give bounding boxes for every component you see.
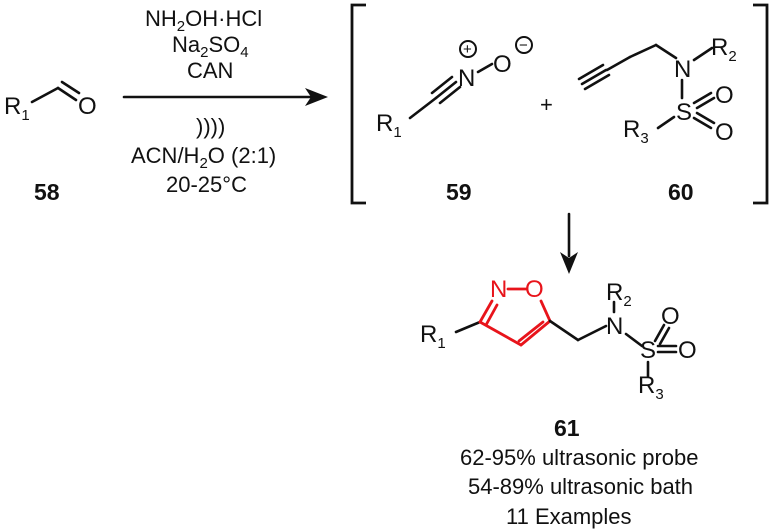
alkyne-c-c xyxy=(605,55,632,72)
compound-60-structure: N R2 S O O R3 xyxy=(577,34,737,147)
sulfonamide-nitrogen-60: N xyxy=(674,56,691,83)
isoxazole-nitrogen: N xyxy=(490,276,507,303)
oxygen-61-a: O xyxy=(661,303,680,330)
bond-n-s-61 xyxy=(624,332,644,348)
bond-ring-ch2 xyxy=(548,319,580,342)
reagent-hydroxylamine: NH2OH·HCl xyxy=(145,6,262,35)
r2-label-60: R2 xyxy=(711,34,737,65)
reagent-sodium-sulfate: Na2SO4 xyxy=(172,32,249,61)
compound-61-label: 61 xyxy=(554,415,580,441)
bond-r1-ring xyxy=(454,320,482,334)
nitrile-oxide-oxygen: O xyxy=(493,51,512,78)
ring-bond-c3-n xyxy=(478,299,494,324)
bond-c-o-double-1 xyxy=(56,86,78,102)
sulfur-60: S xyxy=(676,99,692,126)
triple-bond-1 xyxy=(434,80,458,100)
ring-bond-c5-c4-double xyxy=(517,320,545,343)
sulfonamide-nitrogen-61: N xyxy=(606,313,623,340)
negative-charge-icon xyxy=(515,36,533,54)
ring-bond-c4-c3 xyxy=(478,320,523,347)
sulfur-61: S xyxy=(640,337,656,364)
r2-label-61: R2 xyxy=(606,279,632,310)
solvent-system: ACN/H2O (2:1) xyxy=(131,143,276,172)
reaction-arrow-head xyxy=(305,88,328,106)
s-o-double-1a xyxy=(692,91,713,105)
positive-charge-icon xyxy=(459,40,477,58)
s-o-double-2a xyxy=(692,116,713,130)
compound-59-structure: R1 N + O − xyxy=(376,36,533,141)
aldehyde-oxygen: O xyxy=(78,93,97,120)
oxygen-60-b: O xyxy=(715,119,734,146)
r3-label-60: R3 xyxy=(623,116,649,147)
yield-ultrasonic-bath: 54-89% ultrasonic bath xyxy=(468,474,693,499)
alkyne-bond-3 xyxy=(577,63,605,81)
s-o-up-a xyxy=(653,323,666,343)
r3-label-61: R3 xyxy=(638,372,664,403)
s-o-up-b xyxy=(658,326,671,346)
yield-ultrasonic-probe: 62-95% ultrasonic probe xyxy=(460,445,698,470)
bond-r1-c xyxy=(30,86,60,104)
reagent-can: CAN xyxy=(187,58,233,83)
bond-n-o-59 xyxy=(476,62,494,74)
right-bracket xyxy=(753,3,769,205)
triple-bond-2 xyxy=(430,75,454,95)
r1-label-58: R1 xyxy=(4,93,30,124)
compound-59-label: 59 xyxy=(446,179,472,205)
s-o-double-2b xyxy=(695,111,716,125)
examples-count: 11 Examples xyxy=(506,504,632,529)
s-o-double-1b xyxy=(695,96,716,110)
oxygen-61-b: O xyxy=(678,337,697,364)
alkyne-bond-2 xyxy=(583,73,611,91)
nitrile-oxide-nitrogen: N xyxy=(458,65,475,92)
positive-charge-sign: + xyxy=(463,41,472,58)
ring-bond-c5-c4 xyxy=(519,319,552,347)
compound-61-structure: R1 N O N R2 S O O R3 xyxy=(420,276,697,403)
down-arrow-head xyxy=(560,252,578,274)
reaction-conditions-below: )))) ACN/H2O (2:1) 20-25°C xyxy=(131,114,276,197)
ring-bond-o-c5 xyxy=(539,299,552,323)
left-bracket xyxy=(350,3,366,205)
ultrasound-symbol: )))) xyxy=(196,114,225,139)
bond-c-o-double-2 xyxy=(60,80,81,95)
bond-r1-c-59 xyxy=(408,96,438,120)
compound-58-label: 58 xyxy=(34,179,60,205)
ring-bond-c3-n-double xyxy=(484,303,499,327)
compound-58-structure: R1 O xyxy=(4,80,97,124)
triple-bond-3 xyxy=(438,85,462,105)
bond-ch2-n-61 xyxy=(576,324,608,342)
compound-60-label: 60 xyxy=(668,179,694,205)
alkyne-bond-1 xyxy=(580,68,608,86)
r1-label-61: R1 xyxy=(420,321,446,352)
oxygen-60-a: O xyxy=(715,82,734,109)
bond-ch2-n xyxy=(654,43,678,60)
bond-ch2 xyxy=(628,43,658,59)
temperature: 20-25°C xyxy=(166,172,247,197)
plus-sign: + xyxy=(540,92,553,117)
reaction-conditions: NH2OH·HCl Na2SO4 CAN xyxy=(145,6,262,83)
bond-n-r2 xyxy=(692,46,714,62)
r1-label-59: R1 xyxy=(376,110,402,141)
isoxazole-oxygen: O xyxy=(525,276,544,303)
bond-s-r3 xyxy=(656,115,676,130)
negative-charge-sign: − xyxy=(519,37,528,54)
